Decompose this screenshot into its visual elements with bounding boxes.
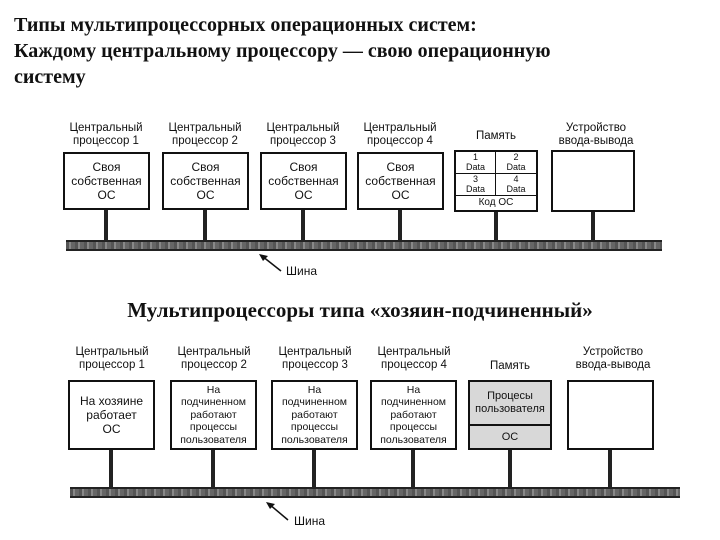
cpu1-connector — [104, 210, 108, 242]
bus-line — [70, 487, 680, 498]
cpu1-connector — [109, 450, 113, 490]
memory-connector — [494, 212, 498, 242]
cpu2-label: Центральный процессор 2 — [168, 122, 242, 147]
io-connector — [591, 212, 595, 242]
cpu2-box: На подчиненном работают процессы пользов… — [170, 380, 257, 450]
cpu4-connector — [411, 450, 415, 490]
cpu2-box: Своя собственная ОС — [162, 152, 249, 210]
bus-label: Шина — [294, 514, 326, 528]
memory-label: Память — [489, 360, 531, 372]
cpu4-box: На подчиненном работают процессы пользов… — [370, 380, 457, 450]
cpu3-label: Центральный процессор 3 — [278, 346, 352, 371]
memory-user-processes: Процесы пользователя — [468, 380, 552, 426]
cpu4-box: Своя собственная ОС — [357, 152, 444, 210]
slide-title: Типы мультипроцессорных операционных сис… — [14, 14, 551, 88]
cpu3-box: На подчиненном работают процессы пользов… — [271, 380, 358, 450]
bus-arrow-icon — [266, 502, 289, 521]
cpu3-connector — [312, 450, 316, 490]
cpu3-connector — [301, 210, 305, 242]
cpu3-label: Центральный процессор 3 — [266, 122, 340, 147]
bus-line — [66, 240, 662, 251]
memory-cell-2: 2 Data — [496, 152, 536, 174]
io-label: Устройство ввода-вывода — [558, 122, 634, 147]
bus-arrow-icon — [259, 254, 282, 272]
cpu2-connector — [211, 450, 215, 490]
memory-cell-3: 3 Data — [456, 174, 496, 196]
io-label: Устройство ввода-вывода — [575, 346, 651, 371]
cpu1-label: Центральный процессор 1 — [69, 122, 143, 147]
memory-label: Память — [475, 130, 517, 142]
cpu2-connector — [203, 210, 207, 242]
cpu2-label: Центральный процессор 2 — [177, 346, 251, 371]
memory-cell-4: 4 Data — [496, 174, 536, 196]
cpu3-box: Своя собственная ОС — [260, 152, 347, 210]
section-subtitle: Мультипроцессоры типа «хозяин-подчиненны… — [127, 298, 593, 322]
bus-label: Шина — [286, 264, 318, 278]
io-box — [551, 150, 635, 212]
cpu4-connector — [398, 210, 402, 242]
memory-code-os: Код ОС — [478, 197, 514, 208]
memory-os: ОС — [468, 424, 552, 450]
cpu1-box: На хозяине работает ОС — [68, 380, 155, 450]
memory-connector — [508, 450, 512, 490]
memory-cell-1: 1 Data — [456, 152, 496, 174]
cpu4-label: Центральный процессор 4 — [377, 346, 451, 371]
io-connector — [608, 450, 612, 490]
io-box — [567, 380, 654, 450]
cpu4-label: Центральный процессор 4 — [363, 122, 437, 147]
memory-box: 1 Data 2 Data 3 Data 4 Data Код ОС — [454, 150, 538, 212]
cpu1-box: Своя собственная ОС — [63, 152, 150, 210]
cpu1-label: Центральный процессор 1 — [75, 346, 149, 371]
